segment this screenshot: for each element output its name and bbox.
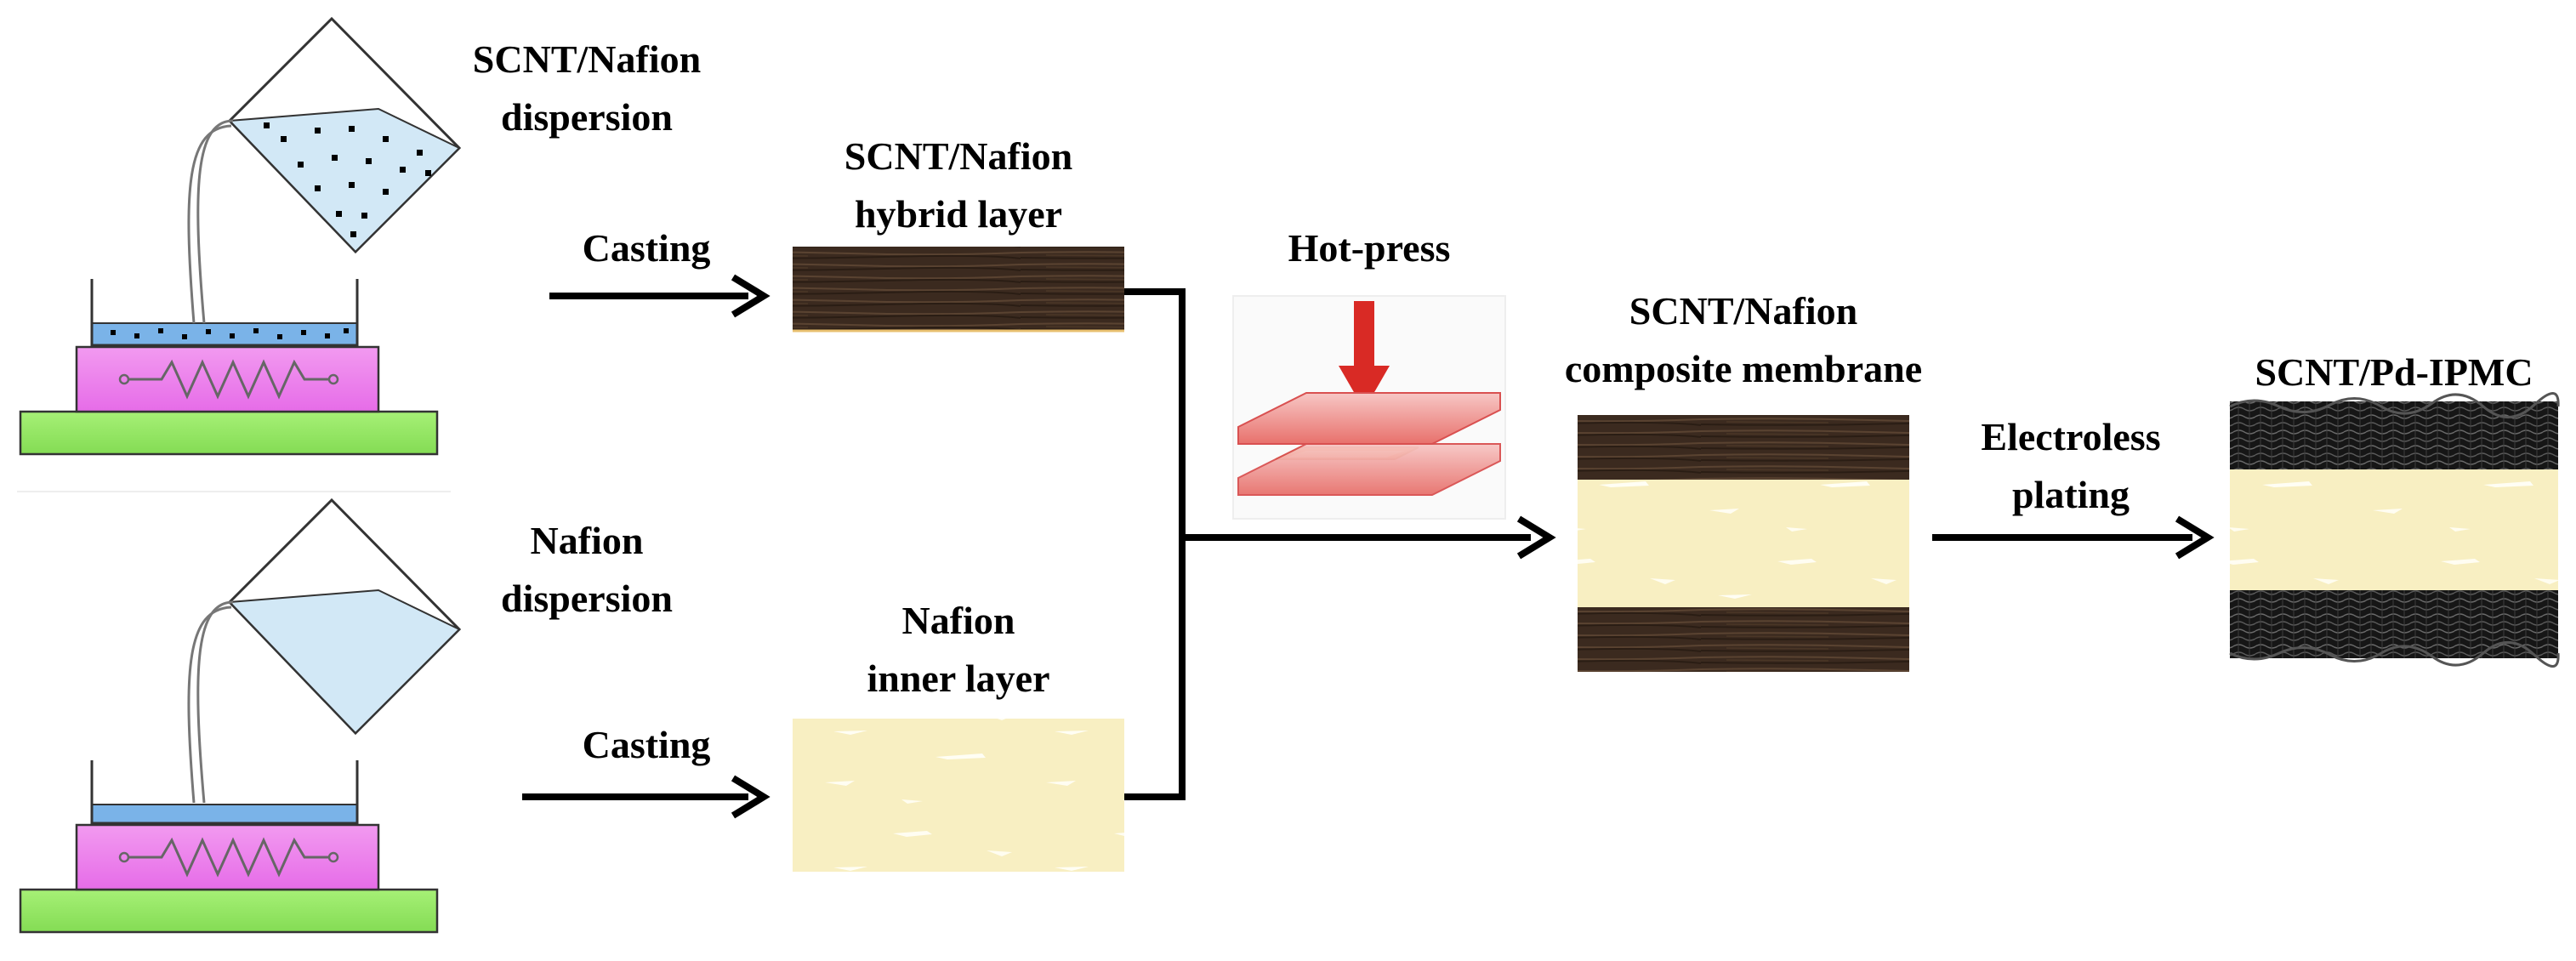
- merge-arrowhead: [1516, 515, 1556, 560]
- hybrid-layer-swatch: [793, 247, 1124, 332]
- ipmc-nafion-core: [2230, 469, 2558, 590]
- top-casting-label: Casting: [582, 226, 711, 270]
- ipmc-product: [2229, 392, 2560, 668]
- top-film-particles: [111, 328, 349, 339]
- plating-label-line1: Electroless: [1981, 415, 2161, 458]
- top-heater-coil-icon: [128, 359, 330, 400]
- ipmc-label: SCNT/Pd-IPMC: [2255, 350, 2533, 394]
- bottom-source-label-line2: dispersion: [501, 577, 673, 620]
- top-heater-block: [75, 345, 380, 413]
- plating-arrow: [1932, 515, 2215, 560]
- top-beaker-particles: [264, 122, 431, 237]
- bottom-dish-film: [91, 804, 358, 824]
- composite-bottom-hybrid-layer: [1578, 607, 1909, 672]
- composite-membrane-label-line2: composite membrane: [1564, 347, 1923, 390]
- composite-membrane-label: SCNT/Nafion composite membrane: [1531, 282, 1956, 398]
- bottom-heater-block: [75, 823, 380, 891]
- top-source-label: SCNT/Nafion dispersion: [442, 31, 731, 146]
- top-dish-film: [91, 322, 358, 346]
- bottom-heater-coil-icon: [128, 837, 330, 878]
- nafion-inner-layer-label-line2: inner layer: [867, 657, 1050, 700]
- nafion-inner-layer-swatch: [793, 719, 1124, 872]
- bottom-pouring-beaker: [187, 498, 462, 804]
- plating-label-line2: plating: [2011, 473, 2130, 516]
- bottom-casting-apparatus: [19, 498, 462, 934]
- composite-membrane: [1578, 415, 1909, 672]
- merge-connector: [1124, 288, 1186, 800]
- top-source-label-line1: SCNT/Nafion: [472, 37, 702, 81]
- composite-nafion-core: [1578, 480, 1909, 607]
- composite-membrane-label-line1: SCNT/Nafion: [1629, 289, 1858, 333]
- top-source-label-line2: dispersion: [501, 95, 673, 139]
- bottom-casting-label: Casting: [582, 723, 711, 766]
- composite-top-hybrid-layer: [1578, 415, 1909, 480]
- hot-press-label: Hot-press: [1288, 226, 1451, 270]
- top-base-plate: [19, 410, 439, 456]
- hybrid-layer-label-line1: SCNT/Nafion: [844, 134, 1073, 178]
- hot-press-illustration: [1232, 295, 1506, 520]
- top-casting-apparatus: [19, 16, 462, 456]
- hybrid-layer-label-line2: hybrid layer: [854, 192, 1063, 236]
- bottom-source-label-line1: Nafion: [530, 519, 644, 562]
- plating-label: Electroless plating: [1931, 408, 2211, 524]
- nafion-inner-layer-label: Nafion inner layer: [791, 592, 1126, 708]
- hybrid-layer-label: SCNT/Nafion hybrid layer: [791, 128, 1126, 243]
- top-pouring-beaker: [187, 16, 462, 324]
- top-casting-arrow: [549, 274, 771, 318]
- bottom-source-label: Nafion dispersion: [442, 512, 731, 628]
- bottom-base-plate: [19, 888, 439, 934]
- nafion-inner-layer-label-line1: Nafion: [901, 599, 1015, 642]
- bottom-casting-arrow: [522, 775, 771, 819]
